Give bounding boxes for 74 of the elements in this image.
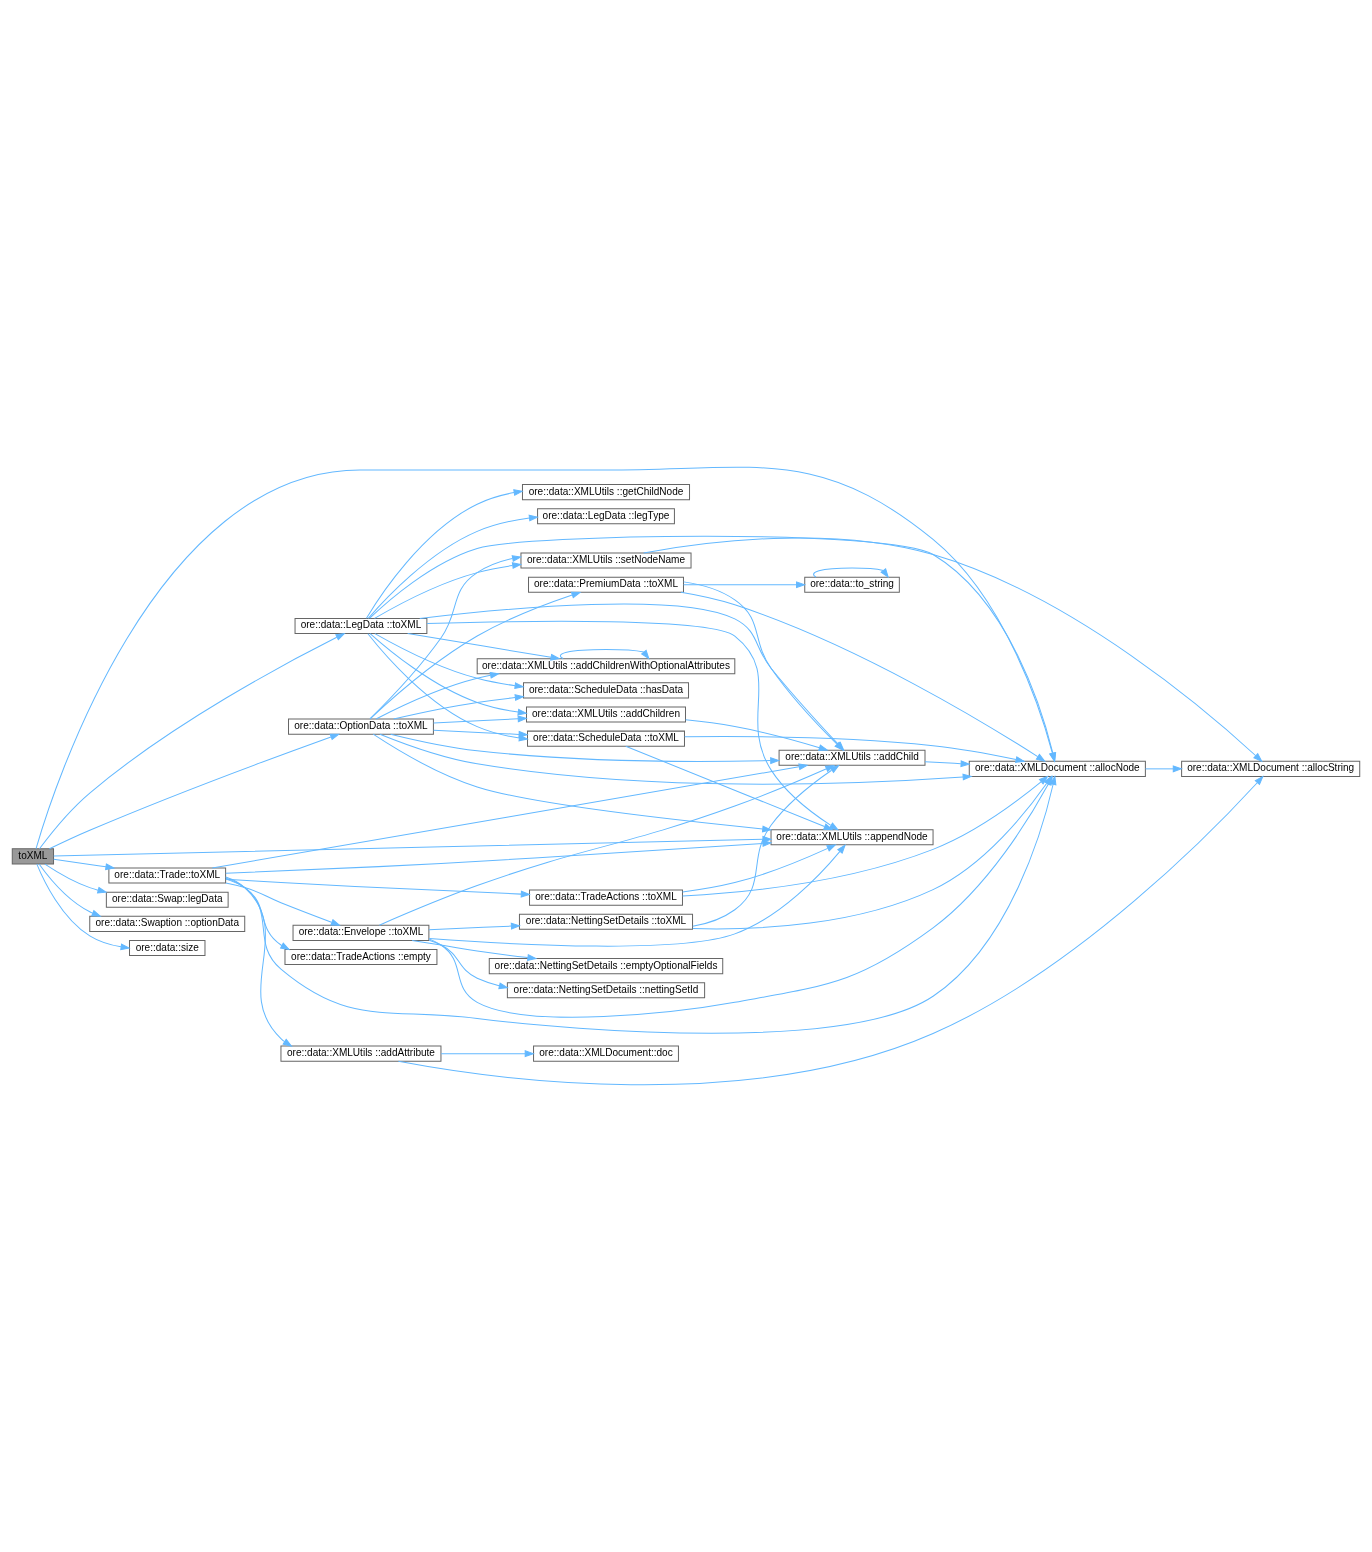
node-box: ore::data::NettingSetDetails ::toXML	[518, 913, 694, 930]
arrow	[225, 839, 773, 874]
arrow	[680, 591, 1046, 762]
node-box: toXML	[11, 848, 55, 865]
arrow	[440, 1050, 535, 1058]
arrow	[684, 736, 1026, 763]
arrow	[428, 939, 509, 990]
arrow	[367, 514, 539, 619]
arrow	[379, 733, 973, 785]
arrow	[38, 632, 346, 850]
arrow	[375, 671, 501, 720]
arrow	[225, 876, 293, 1047]
node-box: ore::data::LegData ::toXML	[294, 617, 428, 634]
node-box: ore::data::XMLUtils ::setNodeName	[520, 552, 692, 569]
arrow	[378, 764, 836, 926]
node-box: ore::data::Envelope ::toXML	[292, 924, 430, 941]
arrow	[44, 863, 108, 894]
arrow	[428, 922, 521, 931]
arrow	[211, 763, 809, 869]
arrow	[685, 719, 829, 752]
arrow	[36, 863, 131, 951]
arrow	[683, 581, 807, 589]
node-box: ore::data::XMLUtils ::addChild	[778, 749, 926, 766]
node-box: ore::data::LegData ::legType	[537, 508, 675, 525]
arrow	[372, 733, 773, 833]
arrow	[225, 878, 291, 951]
arrow	[393, 694, 525, 720]
arrow	[369, 633, 528, 716]
arrow	[374, 562, 523, 619]
arrow	[625, 745, 834, 831]
node-box: ore::data::PremiumData ::toXML	[528, 576, 684, 593]
node-box: ore::data::XMLUtils ::addAttribute	[280, 1045, 442, 1062]
node-box: ore::data::to_string	[804, 576, 900, 593]
arrow	[369, 591, 582, 720]
node-box: ore::data::XMLDocument ::allocNode	[968, 760, 1146, 777]
arrow	[682, 775, 1049, 897]
node-box: ore::data::ScheduleData ::toXML	[527, 730, 685, 747]
node-box: ore::data::XMLDocument ::allocString	[1181, 760, 1361, 777]
arrow	[38, 863, 102, 917]
arrow	[924, 760, 971, 768]
arrow	[428, 843, 847, 947]
arrow	[374, 633, 525, 690]
arrow	[1145, 765, 1183, 773]
arrow	[433, 729, 529, 738]
node-box: ore::data::Swaption ::optionData	[89, 915, 246, 932]
node-box: ore::data::XMLUtils ::getChildNode	[521, 484, 691, 501]
node-box: ore::data::XMLUtils ::addChildrenWithOptionalAttributes	[476, 658, 736, 675]
node-box: ore::data::XMLDocument::doc	[533, 1045, 679, 1062]
arrow	[433, 715, 528, 724]
arrow	[365, 489, 524, 619]
arrow	[48, 733, 341, 850]
node-box: ore::data::XMLUtils ::appendNode	[770, 829, 934, 846]
arrow	[692, 764, 840, 927]
arrow	[559, 649, 650, 660]
node-box: ore::data::size	[129, 939, 206, 957]
arrow	[411, 939, 538, 962]
arrow	[426, 620, 840, 831]
arrow	[813, 567, 890, 579]
arrow	[369, 555, 523, 720]
arrow	[682, 844, 837, 893]
arrow	[53, 858, 116, 871]
node-box: ore::data::NettingSetDetails ::nettingSetId	[506, 982, 706, 999]
node-box: ore::data::Trade::toXML	[108, 867, 227, 884]
node-box: ore::data::Swap::legData	[105, 891, 229, 908]
node-box: ore::data::NettingSetDetails ::emptyOptionalFields	[488, 958, 724, 975]
arrow	[407, 633, 561, 661]
node-box: ore::data::TradeActions ::empty	[284, 949, 438, 966]
node-box: ore::data::OptionData ::toXML	[288, 718, 434, 735]
arrow	[367, 633, 529, 742]
arrow	[225, 882, 341, 926]
arrow	[390, 733, 781, 765]
node-box: ore::data::TradeActions ::toXML	[529, 889, 683, 906]
node-box: ore::data::XMLUtils ::addChildren	[526, 706, 686, 723]
node-box: ore::data::ScheduleData ::hasData	[522, 682, 690, 699]
